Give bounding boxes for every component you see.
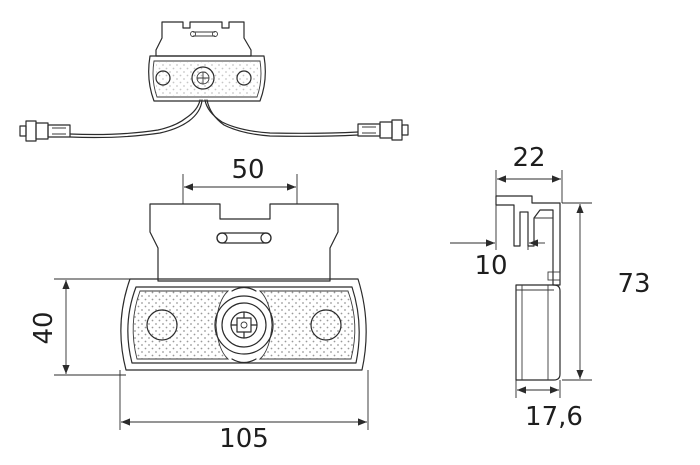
mounting-hole-right: [310, 309, 342, 341]
front-view: [120, 203, 367, 371]
bracket-slot: [216, 232, 272, 244]
left-connector-icon: [19, 120, 71, 142]
dim-label-50: 50: [231, 155, 264, 185]
overview-with-cable: [19, 21, 409, 142]
overview-lamp-body: [148, 55, 266, 102]
dimension-10: 10: [450, 205, 545, 281]
side-view: [495, 195, 561, 381]
dimension-50: 50: [182, 155, 298, 204]
overview-bracket: [155, 21, 252, 57]
dimension-40: 40: [29, 278, 130, 376]
dimension-105: 105: [119, 370, 369, 454]
side-bracket: [495, 195, 561, 286]
right-connector-icon: [357, 119, 409, 141]
lens-right: [258, 290, 356, 360]
overview-cable-left: [69, 99, 201, 136]
cable-grommet-icon: [214, 286, 274, 364]
dim-label-105: 105: [219, 424, 269, 454]
overview-cable-right: [204, 99, 359, 134]
overview-bracket-slot: [193, 31, 215, 37]
side-lamp-body: [515, 284, 561, 381]
dim-label-40: 40: [29, 311, 59, 344]
dim-label-10: 10: [474, 251, 507, 281]
dim-label-73: 73: [617, 269, 650, 299]
dim-label-22: 22: [512, 143, 545, 173]
dimension-17-6: 17,6: [515, 380, 583, 432]
mounting-hole-left: [146, 309, 178, 341]
dimension-22: 22: [495, 143, 563, 203]
dim-label-17-6: 17,6: [525, 402, 583, 432]
dimension-73: 73: [562, 202, 651, 381]
front-lamp-body: [120, 278, 367, 371]
front-bracket: [149, 203, 339, 282]
lens-left: [132, 290, 230, 360]
